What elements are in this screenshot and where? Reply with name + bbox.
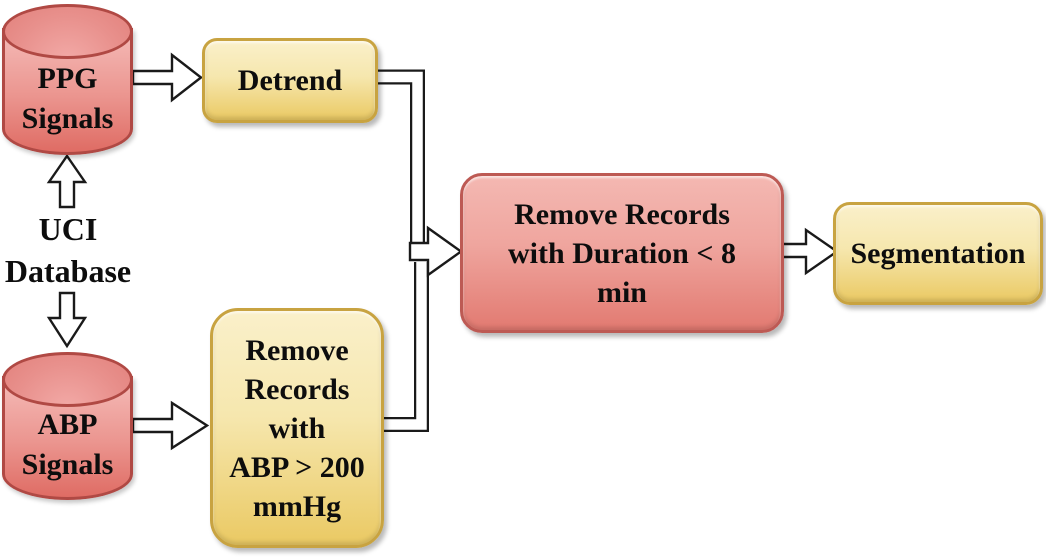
node-ppg-signals: PPG Signals: [2, 4, 133, 155]
label-line: mmHg: [252, 489, 342, 523]
node-remove-abp: Remove Records with ABP > 200 mmHg: [210, 308, 384, 548]
label-line: Signals: [21, 448, 114, 481]
label-uci-database: UCI Database: [0, 208, 136, 292]
node-abp-signals: ABP Signals: [2, 352, 133, 500]
label-line: min: [596, 275, 647, 309]
label-line: Remove: [245, 333, 349, 367]
arrow-abp-to-remove-abp: [131, 400, 210, 451]
node-detrend: Detrend: [202, 38, 378, 123]
arrow-ppg-to-detrend: [131, 52, 203, 103]
node-remove-duration: Remove Records with Duration < 8 min: [460, 173, 784, 333]
connector-detrend-to-junction: [371, 69, 425, 245]
label-line: with: [268, 411, 326, 445]
label-line: Detrend: [237, 64, 343, 97]
label-line: Database: [4, 253, 132, 289]
label-line: ABP > 200: [229, 450, 365, 484]
label-line: ABP: [37, 408, 98, 441]
label-line: UCI: [38, 211, 98, 247]
label-line: Segmentation: [850, 237, 1026, 270]
label-line: Records: [244, 372, 350, 406]
cylinder-top-ellipse: [2, 352, 133, 407]
label-line: Remove Records: [514, 197, 730, 231]
label-line: Signals: [21, 101, 114, 135]
node-abp-label: ABP Signals: [2, 394, 133, 496]
connector-remove-abp-to-junction: [377, 262, 429, 432]
cylinder-top-ellipse: [2, 4, 133, 59]
node-segmentation: Segmentation: [833, 202, 1043, 305]
label-line: PPG: [37, 61, 98, 95]
arrow-uci-to-abp: [46, 291, 88, 349]
arrow-uci-to-ppg: [46, 153, 88, 209]
arrow-remove-duration-to-segmentation: [776, 227, 840, 276]
label-line: with Duration < 8: [508, 236, 736, 270]
node-ppg-label: PPG Signals: [2, 46, 133, 151]
arrow-junction-to-remove-duration: [408, 225, 464, 278]
